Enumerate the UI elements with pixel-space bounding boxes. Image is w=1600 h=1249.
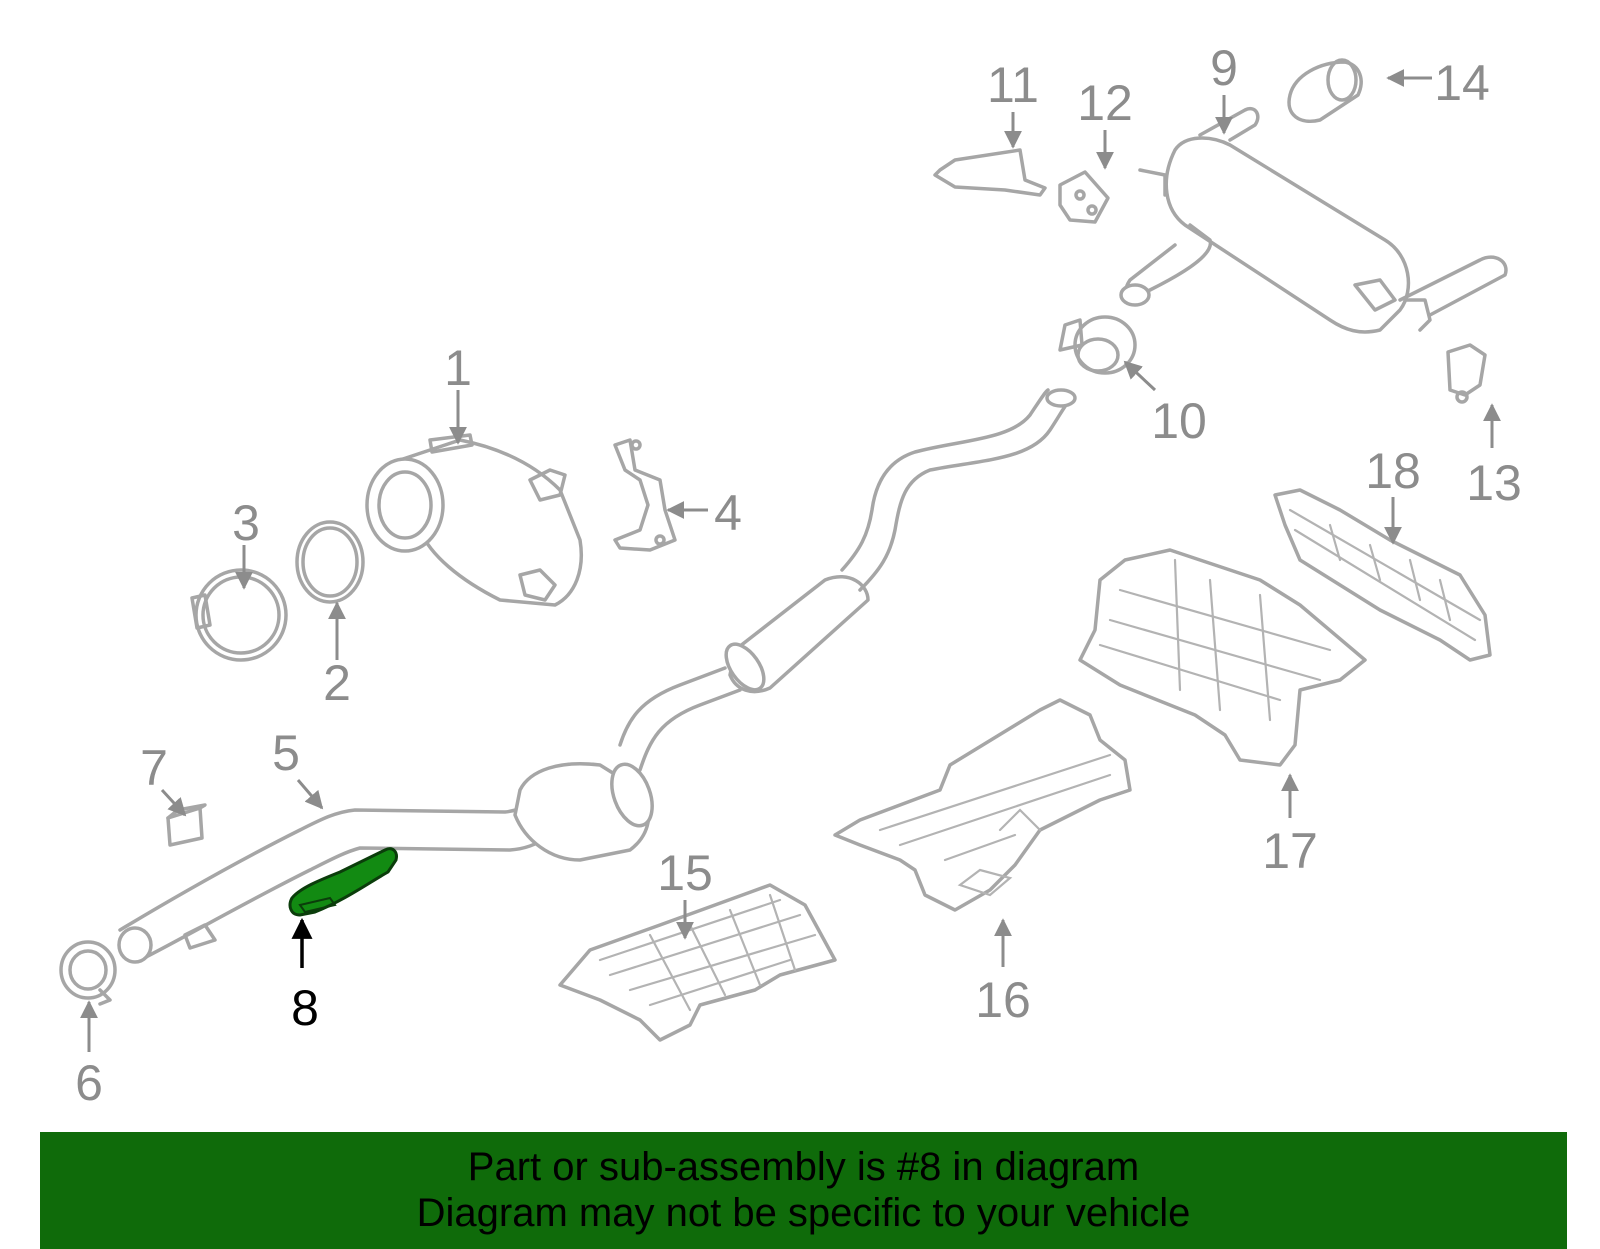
- callout-13: 13: [1466, 455, 1522, 511]
- leader-lines: [80, 69, 1501, 1052]
- part-13-hanger: [1446, 343, 1487, 404]
- callout-16: 16: [975, 972, 1031, 1028]
- callout-5: 5: [272, 725, 300, 781]
- caption-line-part-number: Part or sub-assembly is #8 in diagram: [467, 1145, 1140, 1189]
- part-8-heat-shield: [288, 847, 398, 917]
- part-7-mount: [166, 803, 207, 847]
- callout-1: 1: [444, 340, 472, 396]
- part-12-bracket: [1058, 170, 1110, 224]
- part-1-catalytic-converter: [365, 433, 583, 607]
- callout-2: 2: [323, 655, 351, 711]
- caption-line-disclaimer: Diagram may not be specific to your vehi…: [416, 1191, 1191, 1235]
- part-4-bracket: [613, 438, 677, 552]
- callout-9: 9: [1210, 40, 1238, 96]
- callout-15: 15: [657, 845, 713, 901]
- part-18-heat-shield: [1273, 488, 1492, 662]
- part-3-clamp: [190, 568, 288, 662]
- callout-3: 3: [232, 495, 260, 551]
- part-11-bracket: [933, 148, 1047, 197]
- callout-17: 17: [1262, 823, 1318, 879]
- callout-12: 12: [1077, 75, 1133, 131]
- part-14-exhaust-tip: [1287, 58, 1363, 123]
- exhaust-parts-diagram: 1 2 3 4 5 6 7 8 9 10 11 12 13 14 15 16 1…: [59, 40, 1522, 1111]
- part-16-heat-shield: [833, 698, 1132, 912]
- caption-banner: Part or sub-assembly is #8 in diagram Di…: [40, 1132, 1567, 1249]
- callout-7: 7: [140, 740, 168, 796]
- part-2-gasket: [295, 520, 365, 604]
- part-17-heat-shield: [1078, 548, 1367, 767]
- callout-6: 6: [75, 1055, 103, 1111]
- part-10-hanger: [1058, 315, 1137, 375]
- part-15-heat-shield: [558, 883, 837, 1042]
- callout-labels: 1 2 3 4 5 6 7 8 9 10 11 12 13 14 15 16 1…: [75, 40, 1522, 1111]
- callout-14: 14: [1434, 55, 1490, 111]
- part-6-clamp: [59, 940, 117, 1006]
- part-9-rear-muffler: [1119, 107, 1508, 334]
- callout-8: 8: [291, 980, 319, 1036]
- callout-10: 10: [1151, 393, 1207, 449]
- callout-11: 11: [987, 57, 1039, 113]
- part-5-exhaust-pipe: [117, 388, 1077, 964]
- callout-4: 4: [714, 485, 742, 541]
- callout-18: 18: [1365, 443, 1421, 499]
